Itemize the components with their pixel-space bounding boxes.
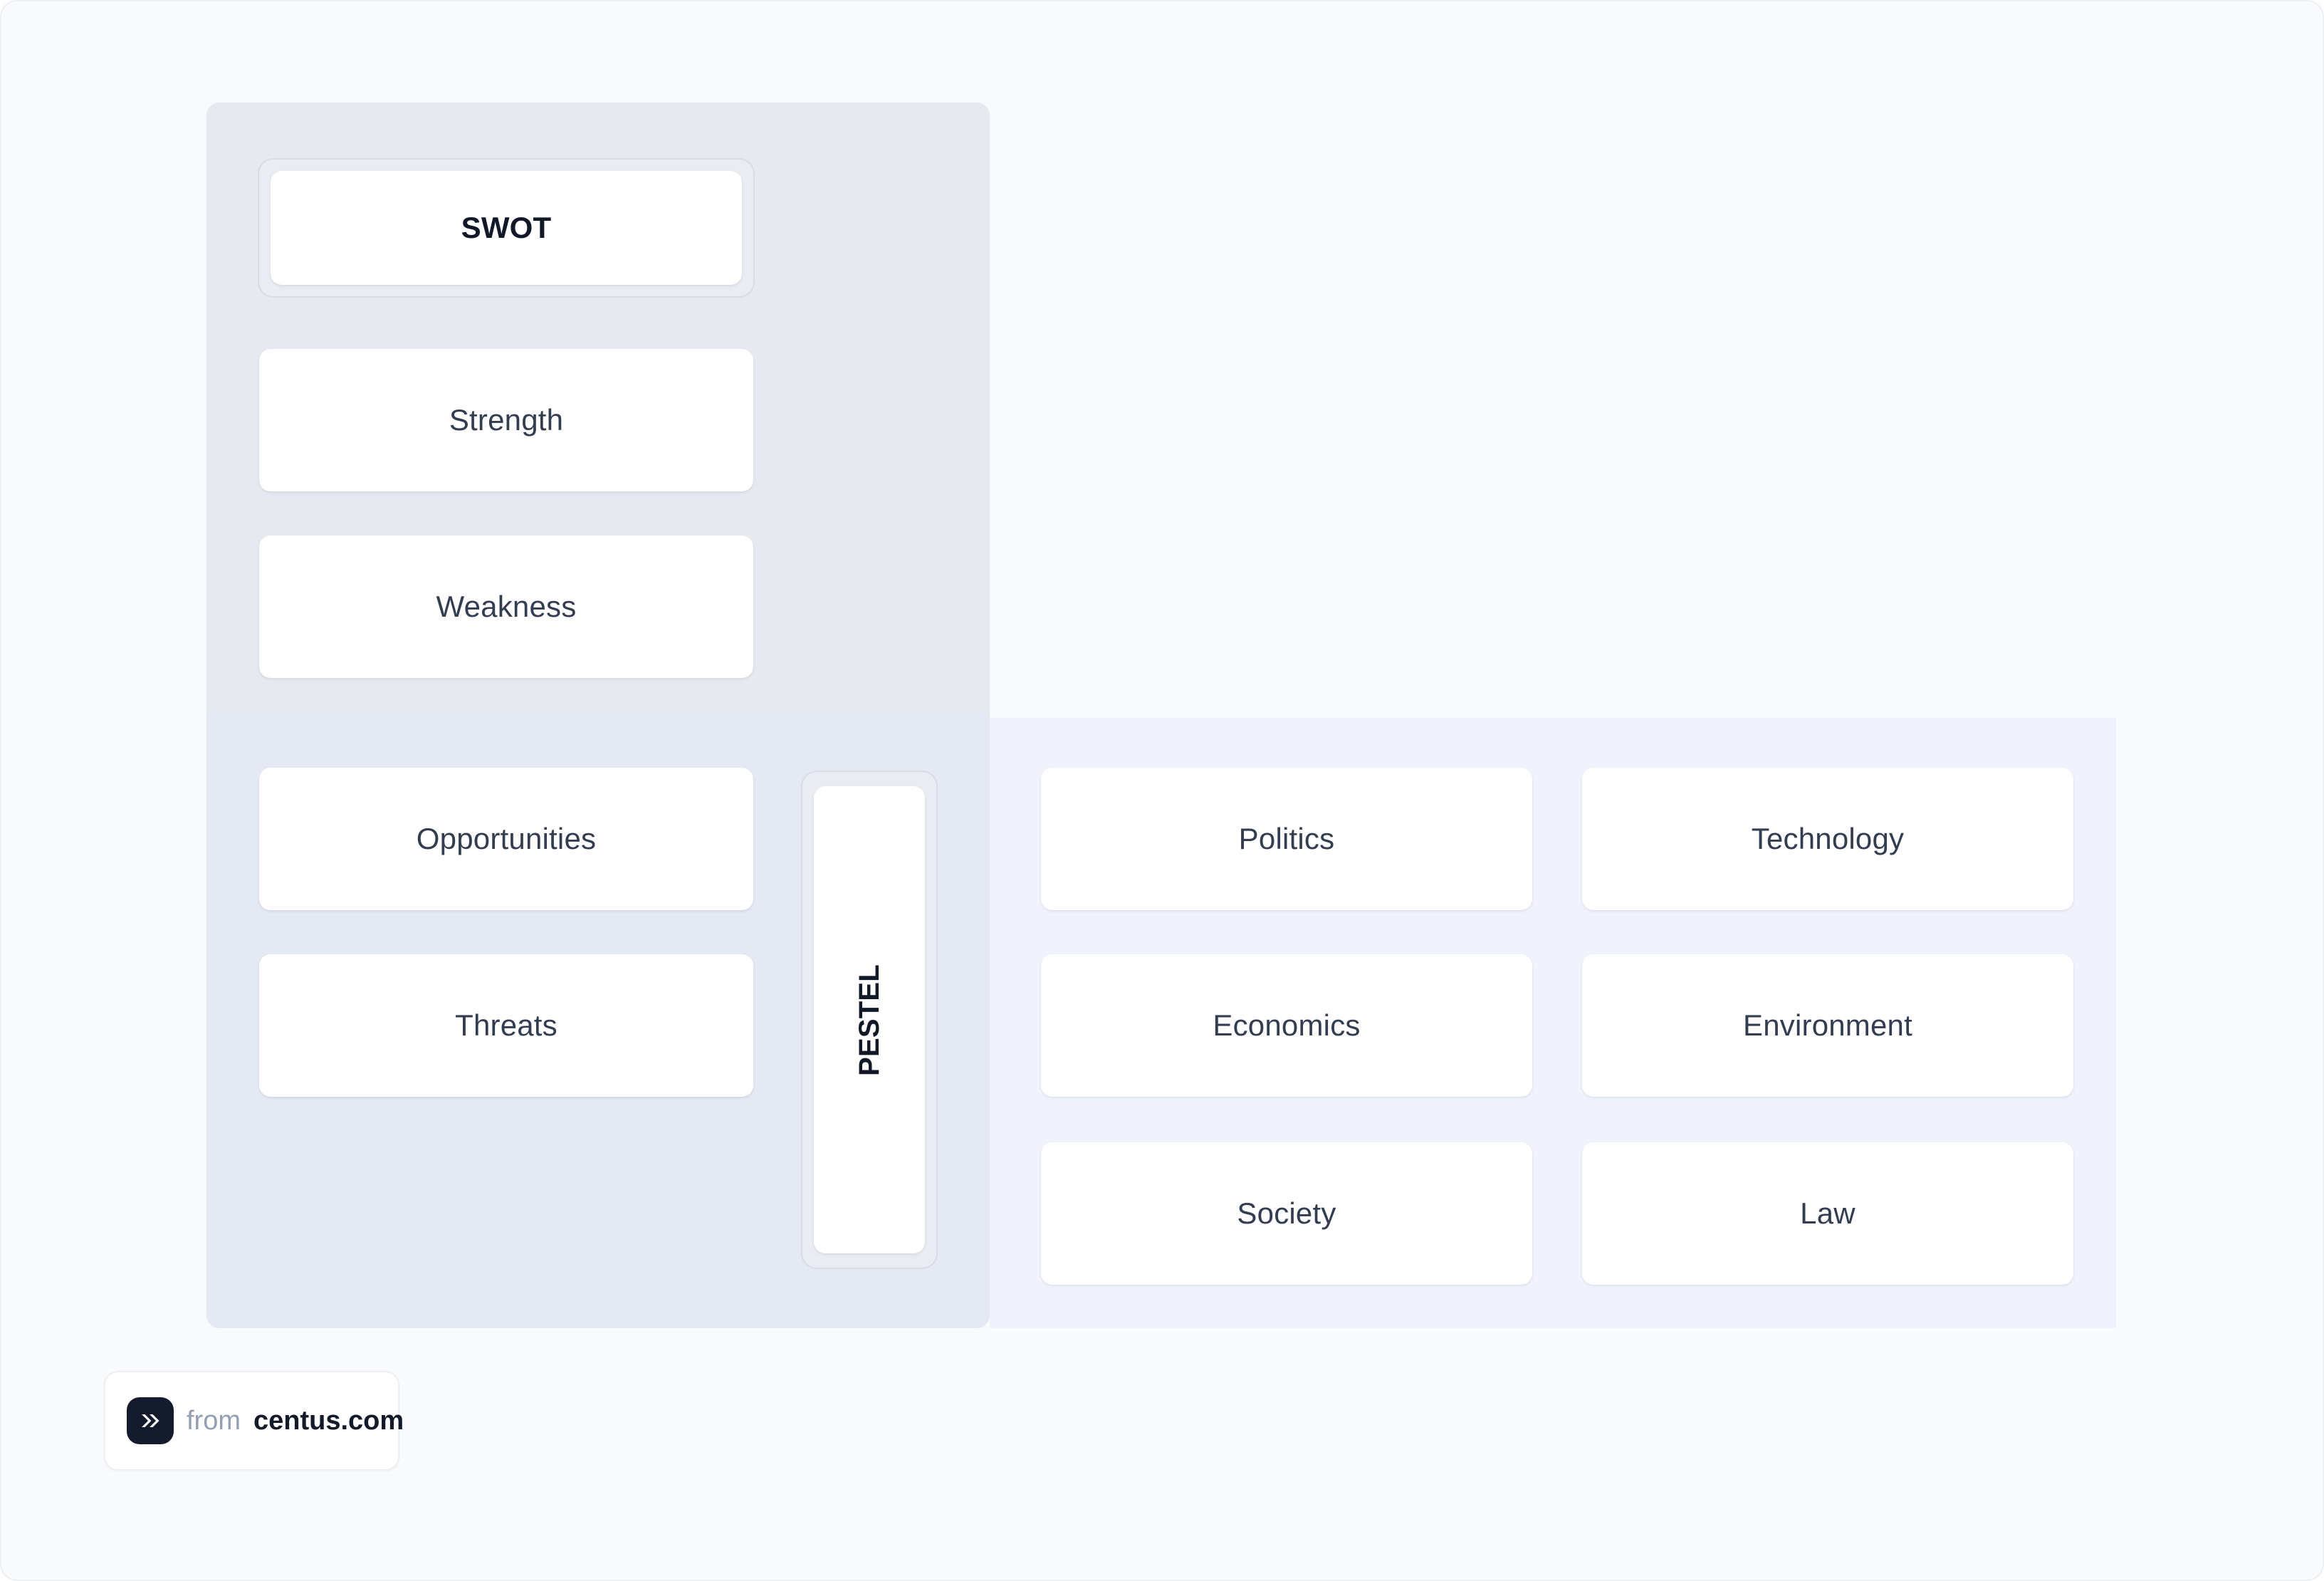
- attribution-badge[interactable]: from centus.com: [104, 1371, 404, 1471]
- pestel-card-environment-label: Environment: [1743, 1008, 1912, 1042]
- pestel-card-politics-label: Politics: [1238, 822, 1335, 855]
- pestel-card-society-label: Society: [1237, 1196, 1336, 1230]
- pestel-card-economics[interactable]: Economics: [1041, 954, 1532, 1097]
- swot-card-strength[interactable]: Strength: [259, 349, 753, 491]
- attribution-domain-label: centus.com: [253, 1405, 404, 1436]
- swot-header-selection-ring[interactable]: SWOT: [258, 158, 755, 298]
- pestel-card-environment[interactable]: Environment: [1582, 954, 2073, 1097]
- pestel-card-technology[interactable]: Technology: [1582, 768, 2073, 910]
- swot-card-weakness-label: Weakness: [436, 590, 577, 623]
- pestel-card-politics[interactable]: Politics: [1041, 768, 1532, 910]
- double-chevron-right-icon: [127, 1397, 174, 1444]
- pestel-card-law[interactable]: Law: [1582, 1142, 2073, 1285]
- pestel-card-economics-label: Economics: [1213, 1008, 1361, 1042]
- swot-card-weakness[interactable]: Weakness: [259, 536, 753, 678]
- swot-header-card[interactable]: SWOT: [271, 171, 742, 285]
- pestel-header-card[interactable]: PESTEL: [814, 786, 925, 1253]
- swot-header-label: SWOT: [461, 211, 552, 244]
- pestel-card-society[interactable]: Society: [1041, 1142, 1532, 1285]
- swot-card-threats[interactable]: Threats: [259, 954, 753, 1097]
- pestel-card-law-label: Law: [1800, 1196, 1855, 1230]
- pestel-header-label: PESTEL: [853, 964, 885, 1076]
- pestel-header-selection-ring[interactable]: PESTEL: [801, 771, 938, 1269]
- attribution-from-label: from: [187, 1405, 241, 1436]
- swot-card-strength-label: Strength: [449, 403, 564, 437]
- swot-card-opportunities-label: Opportunities: [416, 822, 597, 855]
- swot-card-threats-label: Threats: [455, 1008, 558, 1042]
- pestel-card-technology-label: Technology: [1751, 822, 1905, 855]
- swot-card-opportunities[interactable]: Opportunities: [259, 768, 753, 910]
